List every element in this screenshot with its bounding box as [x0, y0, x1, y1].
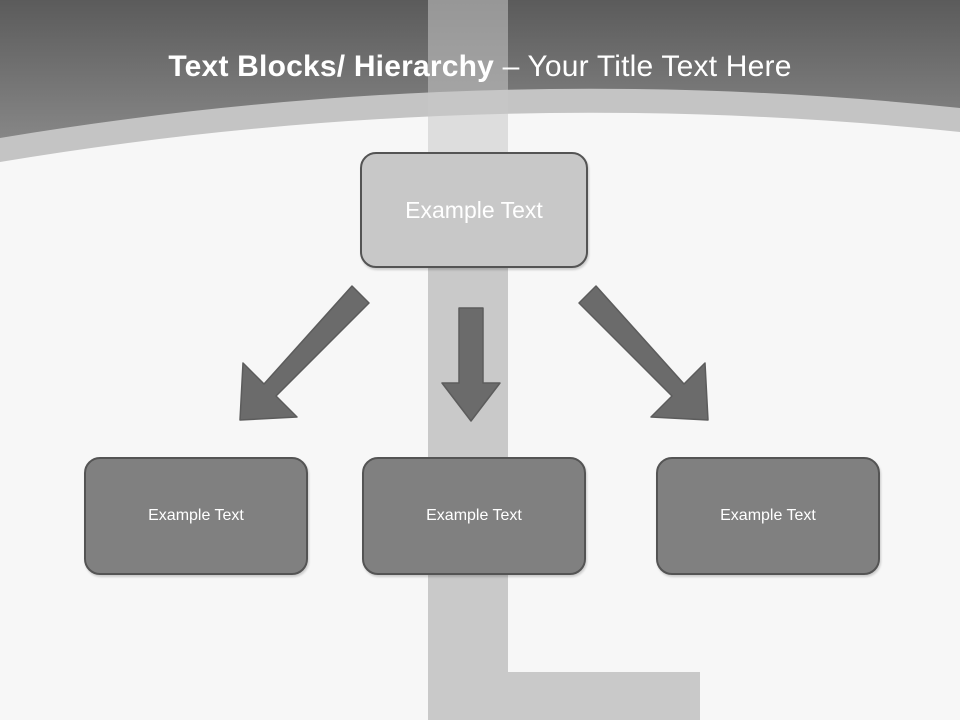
hierarchy-top-node-label: Example Text: [405, 196, 543, 223]
decoration-band-horizontal: [428, 672, 700, 720]
decoration-band-header-overlay: [428, 0, 508, 175]
arrow-down-right-icon: [578, 285, 709, 421]
hierarchy-child-node-1-label: Example Text: [148, 507, 244, 524]
page-title-regular: Your Title Text Here: [527, 50, 792, 83]
page-title-separator: –: [494, 50, 528, 83]
decoration-band-corner-notch: [508, 672, 522, 686]
hierarchy-child-node-1[interactable]: Example Text: [84, 457, 308, 575]
hierarchy-child-node-3-label: Example Text: [720, 507, 816, 524]
hierarchy-child-node-2[interactable]: Example Text: [362, 457, 586, 575]
hierarchy-top-node[interactable]: Example Text: [360, 152, 588, 268]
arrow-down-left-icon: [239, 285, 370, 421]
hierarchy-child-node-2-label: Example Text: [426, 507, 522, 524]
hierarchy-child-node-3[interactable]: Example Text: [656, 457, 880, 575]
page-title-bold: Text Blocks/ Hierarchy: [168, 50, 495, 83]
page-title: Text Blocks/ Hierarchy – Your Title Text…: [0, 50, 960, 84]
